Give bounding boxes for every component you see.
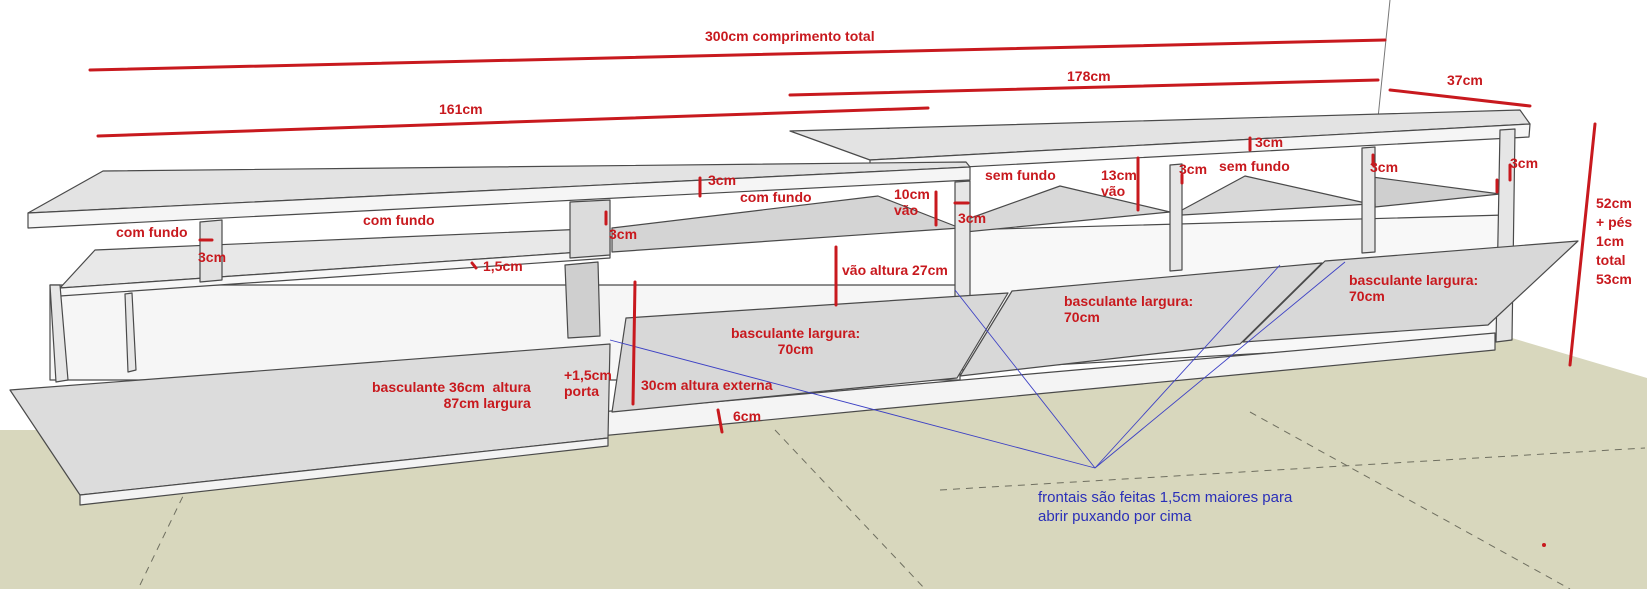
altura-externa-label: 30cm altura externa (641, 377, 773, 393)
left-side-panel (49, 284, 69, 383)
wall-corner-line (1377, 0, 1391, 119)
lower-divider-mid (564, 261, 601, 339)
door-2 (611, 292, 1009, 413)
thickness-label-3: 3cm (198, 249, 227, 265)
plinth-height-label: 6cm (733, 408, 762, 424)
door-4 (1242, 240, 1579, 343)
door-left-label: basculante 36cm altura 87cm largura (372, 379, 531, 411)
front-panel-note: frontais são feitas 1,5cm maiores para a… (1038, 489, 1293, 525)
cabinet (9, 109, 1579, 506)
floor (0, 333, 1647, 589)
thickness-label-2: 3cm (609, 226, 638, 242)
note-guides (609, 261, 1346, 469)
right-niche-shelf-2 (1181, 175, 1371, 216)
divider-4 (1169, 163, 1183, 272)
lower-divider-left (124, 292, 137, 373)
shelf-thickness-label: 1,5cm (483, 258, 523, 274)
vao-13-label: 13cm vão (1101, 167, 1137, 199)
door-3 (959, 262, 1323, 377)
sem-fundo-label-1: sem fundo (985, 167, 1056, 183)
thickness-label-4: 3cm (958, 210, 987, 226)
thickness-label-8: 3cm (1510, 155, 1539, 171)
dimension-lines (88, 38, 1597, 434)
divider-2 (569, 199, 611, 259)
door-3-label: basculante largura: 70cm (1064, 293, 1194, 325)
total-length-label: 300cm comprimento total (705, 28, 875, 44)
thickness-label-6: 3cm (1255, 134, 1284, 150)
sem-fundo-label-2: sem fundo (1219, 158, 1290, 174)
divider-5 (1361, 146, 1376, 254)
red-dot (1542, 543, 1546, 547)
porta-extra-label: +1,5cm porta (564, 367, 612, 399)
vao-10-label: 10cm vão (894, 186, 930, 218)
depth-label: 37cm (1447, 72, 1483, 88)
height-total-label: 52cm + pés 1cm total 53cm (1596, 195, 1633, 287)
com-fundo-label-1: com fundo (116, 224, 188, 240)
left-module-top-edge (27, 166, 971, 229)
vao-altura-label: vão altura 27cm (842, 262, 948, 278)
right-module-length-label: 178cm (1067, 68, 1111, 84)
door-4-label: basculante largura: 70cm (1349, 272, 1479, 304)
door-2-label: basculante largura: 70cm (731, 325, 861, 357)
divider-3 (954, 180, 971, 302)
thickness-label-7: 3cm (1370, 159, 1399, 175)
door-left-edge (79, 437, 609, 506)
right-niche-shelf-3 (1371, 176, 1501, 208)
divider-1 (199, 219, 223, 283)
com-fundo-label-2: com fundo (363, 212, 435, 228)
thickness-label-5: 3cm (1179, 161, 1208, 177)
thickness-label-1: 3cm (708, 172, 737, 188)
left-module-length-label: 161cm (439, 101, 483, 117)
com-fundo-label-3: com fundo (740, 189, 812, 205)
